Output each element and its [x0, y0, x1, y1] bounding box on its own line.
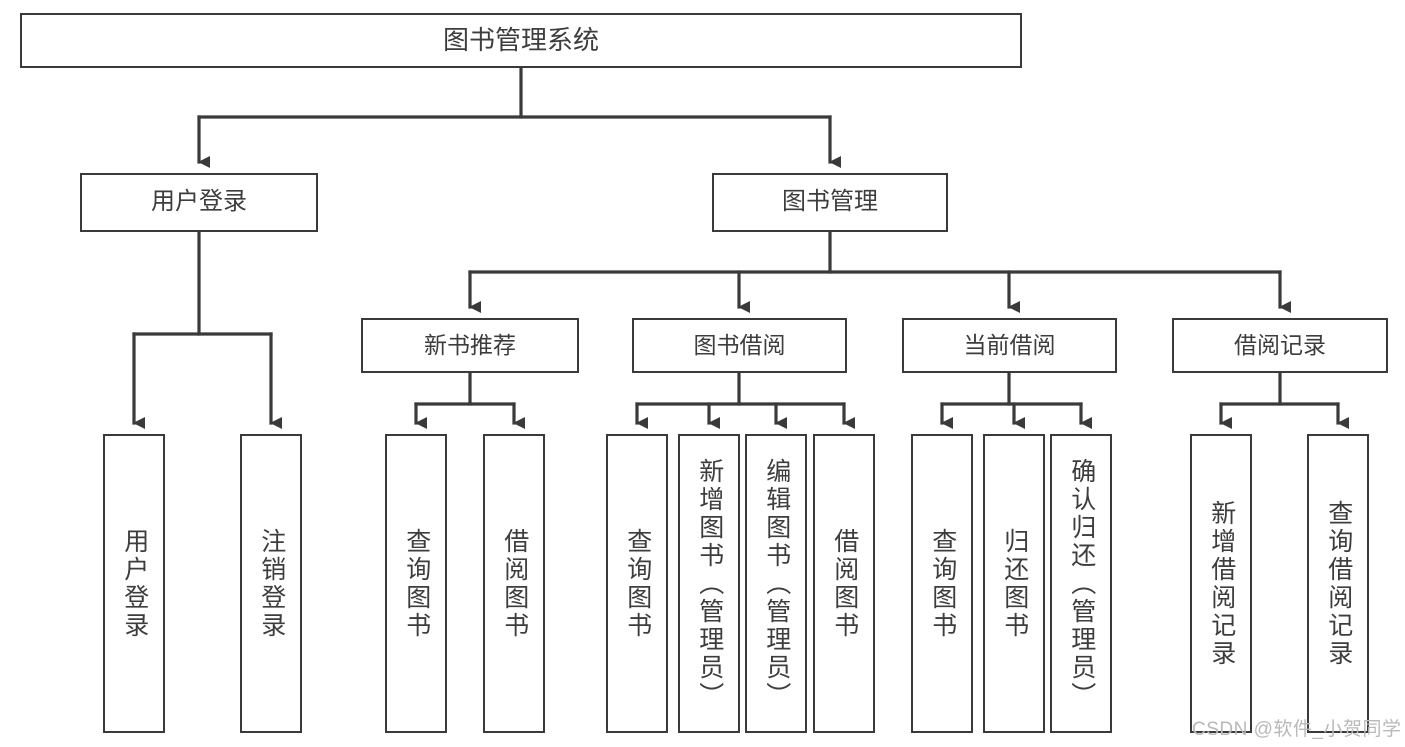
node-user-login[interactable]: 用户登录 [80, 173, 318, 232]
leaf-borrow-book-label: 借阅图书 [830, 527, 859, 640]
leaf-edit-book-admin[interactable]: 编辑图书（管理员） [745, 434, 807, 733]
leaf-query-book-borrow[interactable]: 查询图书 [606, 434, 668, 733]
leaf-query-book-recommend-label: 查询图书 [402, 527, 431, 640]
leaf-add-book-admin-label: 新增图书（管理员） [695, 457, 724, 710]
leaf-borrow-book[interactable]: 借阅图书 [813, 434, 875, 733]
node-root-label: 图书管理系统 [442, 25, 599, 56]
leaf-query-borrow-record[interactable]: 查询借阅记录 [1307, 434, 1369, 733]
leaf-borrow-book-recommend[interactable]: 借阅图书 [483, 434, 545, 733]
leaf-query-book-borrow-label: 查询图书 [623, 527, 652, 640]
leaf-query-book-recommend[interactable]: 查询图书 [385, 434, 447, 733]
node-current-borrow-label: 当前借阅 [963, 331, 1056, 358]
leaf-return-book-label: 归还图书 [1000, 527, 1029, 640]
node-borrow-record-label: 借阅记录 [1234, 331, 1326, 358]
node-book-borrow-label: 图书借阅 [693, 331, 786, 358]
leaf-user-login-label: 用户登录 [120, 527, 149, 640]
leaf-edit-book-admin-label: 编辑图书（管理员） [762, 457, 791, 710]
csdn-watermark: CSDN @软件_小贺同学 [1192, 719, 1402, 740]
leaf-add-borrow-record-label: 新增借阅记录 [1207, 499, 1236, 668]
node-book-management[interactable]: 图书管理 [712, 173, 948, 232]
node-book-management-label: 图书管理 [782, 188, 878, 216]
leaf-query-book-current-label: 查询图书 [928, 527, 957, 640]
leaf-add-borrow-record[interactable]: 新增借阅记录 [1190, 434, 1252, 733]
leaf-borrow-book-recommend-label: 借阅图书 [500, 527, 529, 640]
leaf-user-login[interactable]: 用户登录 [103, 434, 165, 733]
leaf-return-book[interactable]: 归还图书 [983, 434, 1045, 733]
leaf-add-book-admin[interactable]: 新增图书（管理员） [678, 434, 740, 733]
leaf-confirm-return-admin[interactable]: 确认归还（管理员） [1050, 434, 1112, 733]
leaf-user-logout-label: 注销登录 [257, 527, 286, 640]
node-user-login-label: 用户登录 [151, 188, 247, 216]
node-root[interactable]: 图书管理系统 [20, 13, 1022, 68]
leaf-query-borrow-record-label: 查询借阅记录 [1324, 499, 1353, 668]
node-new-book-recommend[interactable]: 新书推荐 [361, 318, 579, 373]
node-current-borrow[interactable]: 当前借阅 [902, 318, 1117, 373]
leaf-query-book-current[interactable]: 查询图书 [911, 434, 973, 733]
node-borrow-record[interactable]: 借阅记录 [1172, 318, 1388, 373]
node-new-book-recommend-label: 新书推荐 [424, 331, 516, 358]
leaf-user-logout[interactable]: 注销登录 [240, 434, 302, 733]
node-book-borrow[interactable]: 图书借阅 [632, 318, 847, 373]
leaf-confirm-return-admin-label: 确认归还（管理员） [1067, 457, 1096, 710]
